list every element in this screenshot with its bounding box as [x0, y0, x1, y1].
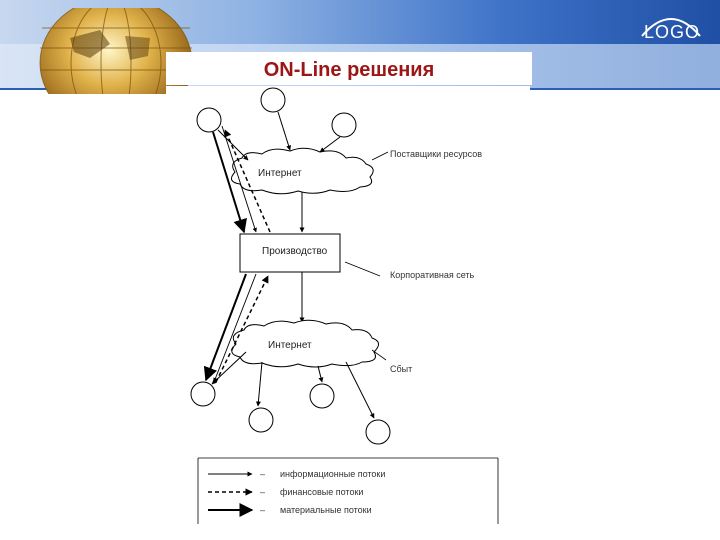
node-circle [260, 87, 286, 113]
node-circle [309, 383, 335, 409]
legend-dash: – [260, 469, 265, 479]
financial-flow-arrow [215, 275, 269, 383]
legend-financial-label: финансовые потоки [280, 487, 363, 497]
info-flow-arrow [277, 111, 292, 151]
legend-material-label: материальные потоки [280, 505, 372, 515]
node-circle [248, 407, 274, 433]
node-circle [190, 381, 216, 407]
callout-line [344, 261, 381, 277]
info-flow-arrow [345, 361, 375, 419]
info-flow-arrow [217, 129, 249, 161]
cloud-bottom-label: Интернет [268, 340, 312, 351]
node-circle [365, 419, 391, 445]
cloud-top [230, 147, 374, 195]
logo-text: LOGO [644, 22, 701, 42]
slide-title: ON-Line решения [263, 59, 435, 81]
callout-sales: Сбыт [390, 364, 412, 374]
financial-flow-arrow [224, 129, 271, 233]
callout-line [371, 349, 387, 361]
info-flow-arrow [255, 361, 263, 407]
legend-dash: – [260, 505, 265, 515]
legend-dash: – [260, 487, 265, 497]
production-box [239, 233, 341, 273]
node-circle [331, 112, 357, 138]
cloud-bottom [231, 319, 379, 368]
info-flow-arrow [213, 273, 257, 383]
info-flow-arrow [317, 365, 324, 383]
callout-suppliers: Поставщики ресурсов [390, 149, 482, 159]
globe-icon [39, 8, 193, 94]
title-band [166, 52, 532, 85]
info-flow-arrow [221, 125, 257, 233]
info-flow-arrow [319, 136, 341, 153]
material-flow-arrow [203, 273, 247, 382]
callout-line [371, 151, 389, 161]
diagram-canvas [166, 86, 530, 442]
callout-corporate: Корпоративная сеть [390, 270, 475, 280]
node-circle [196, 107, 222, 133]
production-label: Производство [262, 246, 328, 257]
logo-arc-icon [641, 18, 701, 37]
legend-info-label: информационные потоки [280, 469, 385, 479]
cloud-top-label: Интернет [258, 168, 302, 179]
material-flow-arrow [212, 131, 247, 234]
